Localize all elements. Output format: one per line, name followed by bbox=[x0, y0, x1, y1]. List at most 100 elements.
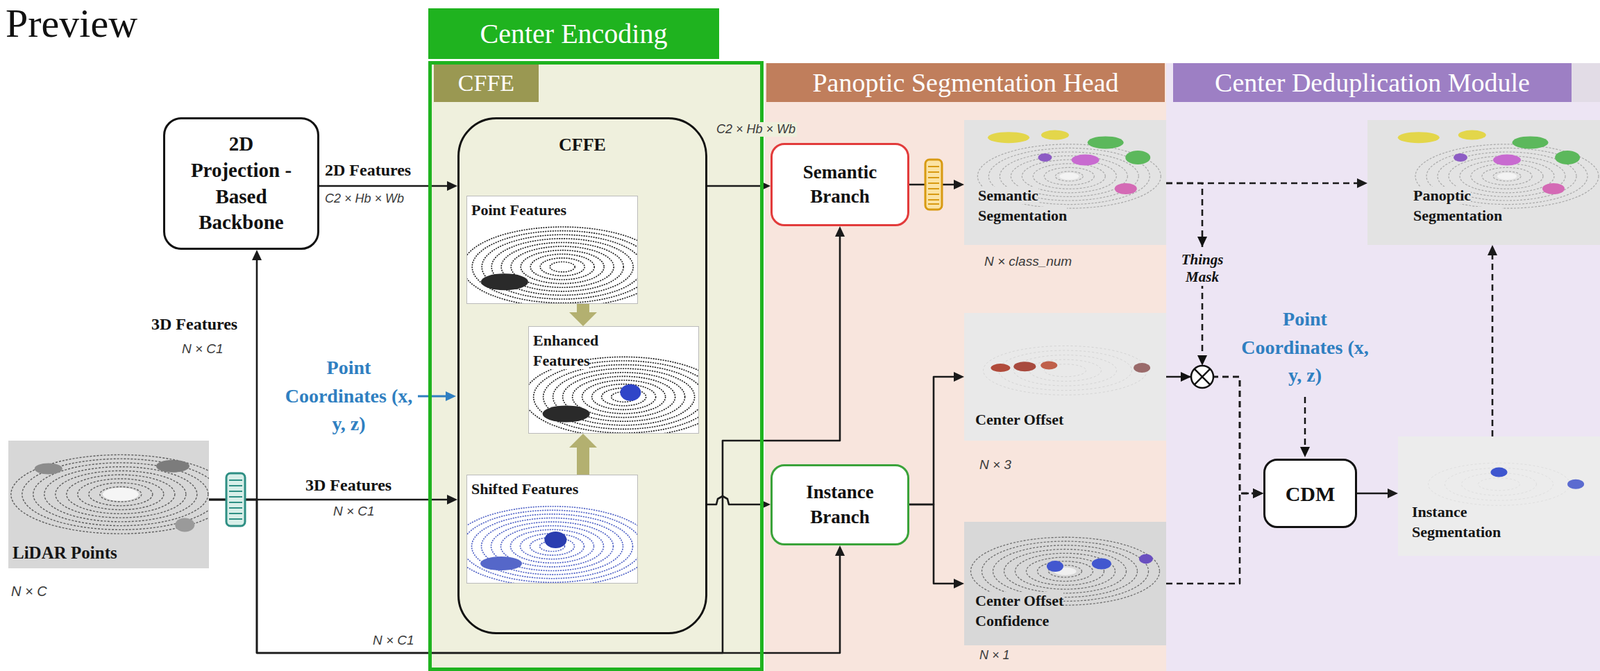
scan-ring bbox=[533, 360, 699, 434]
scan-ring bbox=[540, 258, 585, 277]
text-holder: Things Mask bbox=[1173, 251, 1232, 286]
connector-line bbox=[1491, 254, 1494, 438]
header-band bbox=[1571, 63, 1600, 103]
head-region-fill bbox=[764, 63, 1167, 671]
point-cloud-image bbox=[964, 120, 1167, 246]
process-box: 2D Projection -Based Backbone bbox=[163, 117, 320, 250]
sensor-gap bbox=[551, 262, 574, 272]
scan-ring bbox=[467, 226, 638, 304]
arrowhead bbox=[1252, 488, 1264, 499]
encoder-symbol bbox=[226, 473, 246, 527]
text-holder: N × 1 bbox=[979, 648, 1119, 663]
image-ground bbox=[8, 440, 209, 569]
scan-ring bbox=[1014, 355, 1117, 386]
scan-ring bbox=[66, 474, 175, 514]
connector-line bbox=[576, 304, 590, 314]
connector bbox=[569, 433, 597, 475]
image-ground bbox=[467, 196, 638, 304]
text-holder: N × class_num bbox=[984, 254, 1158, 270]
section-panel: Center Deduplication ModuleCDM Instance S… bbox=[1166, 63, 1600, 671]
box-label: Instance Branch bbox=[784, 480, 896, 529]
object-points bbox=[1554, 150, 1580, 165]
connector bbox=[1357, 488, 1399, 499]
node-label: Shifted Features bbox=[471, 480, 579, 498]
text-holder: LiDAR Points bbox=[12, 542, 204, 566]
scan-ring bbox=[993, 545, 1138, 598]
connector bbox=[1166, 178, 1368, 189]
sensor-gap bbox=[1497, 172, 1517, 180]
node-label: CFFE bbox=[433, 64, 539, 103]
dimension-label: N × C bbox=[11, 583, 150, 600]
text-holder: Center Offset bbox=[975, 410, 1156, 431]
image-ground bbox=[528, 326, 699, 434]
text-holder: 3D Features bbox=[305, 474, 424, 497]
scan-ring bbox=[1032, 163, 1106, 189]
object-points bbox=[34, 462, 63, 475]
text-holder: 2D Features bbox=[324, 159, 429, 182]
object-points bbox=[1091, 558, 1112, 570]
image-panel: Center Offset ConfidenceN × 1 bbox=[964, 521, 1167, 646]
object-points bbox=[156, 460, 190, 473]
object-points bbox=[1493, 154, 1521, 166]
text-holder: 3D Features bbox=[151, 313, 256, 336]
object-points bbox=[1133, 363, 1151, 373]
text-holder: Enhanced Features bbox=[533, 331, 631, 371]
node-label: Instance Segmentation bbox=[1411, 503, 1501, 541]
image-panel: Enhanced Features bbox=[528, 326, 700, 434]
scan-ring bbox=[983, 345, 1148, 395]
connector-line bbox=[1166, 182, 1359, 185]
connector-line bbox=[707, 185, 762, 188]
node-label: Center Deduplication Module bbox=[1173, 63, 1572, 103]
scan-ring bbox=[44, 467, 198, 522]
input-label: Point Coordinates (x, y, z) bbox=[277, 354, 420, 439]
text-holder: N × C1 bbox=[372, 633, 429, 649]
dimension-label: N × C1 bbox=[181, 341, 245, 357]
text-holder: Point Coordinates (x, y, z) bbox=[1235, 305, 1375, 391]
scan-ring bbox=[1043, 167, 1094, 185]
text-holder: CFFE bbox=[433, 64, 539, 103]
scan-ring bbox=[1428, 462, 1571, 506]
box-label: 2D Projection -Based Backbone bbox=[189, 131, 294, 237]
image-panel: Panoptic Segmentation bbox=[1367, 120, 1600, 246]
connector bbox=[909, 504, 965, 589]
arrowhead bbox=[445, 391, 457, 402]
text-holder: N × C bbox=[11, 583, 150, 600]
arrowhead bbox=[1197, 355, 1208, 366]
text-holder: CFFE bbox=[459, 133, 706, 157]
text-holder: Instance Segmentation bbox=[1411, 502, 1530, 543]
object-points bbox=[1040, 360, 1058, 370]
object-points bbox=[1041, 130, 1069, 141]
object-points bbox=[987, 131, 1030, 143]
text-holder: Panoptic Segmentation bbox=[1413, 186, 1532, 226]
object-points bbox=[1087, 136, 1124, 149]
arrowhead bbox=[569, 433, 597, 448]
scan-ring bbox=[1493, 171, 1521, 182]
section-panel: CFFECFFEPoint FeaturesEnhanced FeaturesS… bbox=[431, 64, 761, 671]
arrowhead bbox=[251, 249, 262, 261]
object-points bbox=[619, 384, 641, 402]
object-points bbox=[542, 405, 591, 423]
edge-label: Things Mask bbox=[1173, 251, 1232, 286]
scan-ring bbox=[77, 478, 164, 511]
process-box: CDM bbox=[1263, 458, 1358, 529]
node-label: CFFE bbox=[459, 133, 706, 157]
connector-line bbox=[1357, 492, 1389, 495]
connector-line bbox=[909, 504, 956, 584]
object-points bbox=[1453, 153, 1468, 162]
dimension-label: N × C1 bbox=[333, 503, 396, 520]
object-points bbox=[1512, 136, 1549, 149]
scan-ring bbox=[1026, 557, 1105, 586]
scan-ring bbox=[543, 365, 699, 430]
text-holder: N × C1 bbox=[181, 341, 245, 357]
arrowhead bbox=[835, 545, 845, 557]
scan-ring bbox=[1470, 163, 1544, 189]
scan-ring bbox=[1055, 171, 1083, 182]
scan-ring bbox=[1004, 549, 1127, 594]
arrowhead bbox=[835, 226, 845, 237]
node-label: Semantic Segmentation bbox=[978, 186, 1067, 225]
multiply-cross bbox=[1194, 369, 1211, 386]
object-points bbox=[1491, 467, 1508, 478]
scan-ring bbox=[11, 454, 209, 534]
connector bbox=[319, 181, 458, 191]
edge-label: C2 × Hb × Wb bbox=[714, 122, 797, 137]
